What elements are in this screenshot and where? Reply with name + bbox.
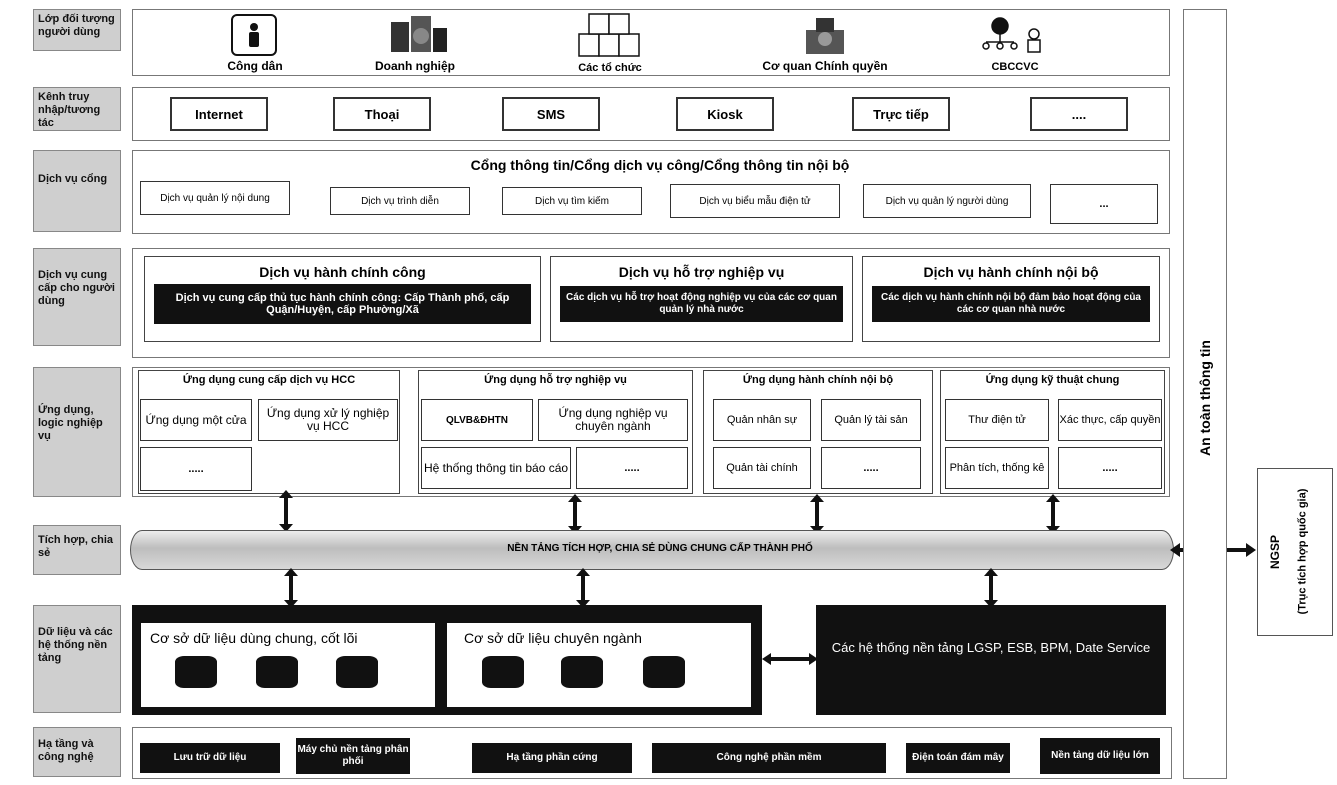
organizations-icon bbox=[571, 8, 647, 60]
app-hcc-processing: Ứng dụng xử lý nghiệp vụ HCC bbox=[258, 399, 398, 441]
channel-phone: Thoại bbox=[333, 97, 431, 131]
security-label: An toàn thông tin bbox=[1197, 340, 1213, 456]
portal-title: Cổng thông tin/Cổng dịch vụ công/Cổng th… bbox=[470, 157, 850, 173]
officials-icon bbox=[978, 14, 1048, 56]
app-finance: Quản tài chính bbox=[713, 447, 811, 489]
database-icon bbox=[561, 656, 603, 688]
integration-bus-label: NỀN TẢNG TÍCH HỢP, CHIA SẺ DÙNG CHUNG CẤ… bbox=[507, 543, 813, 554]
layer-label-services: Dịch vụ cung cấp cho người dùng bbox=[33, 248, 121, 346]
layer-label-channels: Kênh truy nhập/tương tác bbox=[33, 87, 121, 131]
app-group-technical-title: Ứng dụng kỹ thuật chung bbox=[985, 374, 1120, 386]
security-column bbox=[1183, 9, 1227, 779]
app-technical-more: ..... bbox=[1058, 447, 1162, 489]
app-specialized: Ứng dụng nghiệp vụ chuyên ngành bbox=[538, 399, 688, 441]
layer-label-integration: Tích hợp, chia sẻ bbox=[33, 525, 121, 575]
app-reporting: Hệ thống thông tin báo cáo bbox=[421, 447, 571, 489]
app-one-stop: Ứng dụng một cửa bbox=[140, 399, 252, 441]
channel-direct: Trực tiếp bbox=[852, 97, 950, 131]
business-icon bbox=[381, 14, 451, 56]
infra-storage: Lưu trữ dữ liệu bbox=[140, 743, 280, 773]
shared-db-title: Cơ sở dữ liệu dùng chung, cốt lõi bbox=[150, 630, 358, 646]
user-label-organizations: Các tổ chức bbox=[578, 62, 642, 74]
platforms-box bbox=[816, 605, 1166, 715]
service-support-desc: Các dịch vụ hỗ trợ hoạt động nghiệp vụ c… bbox=[560, 286, 843, 322]
infra-hardware: Hạ tầng phần cứng bbox=[472, 743, 632, 773]
app-hr: Quản nhân sự bbox=[713, 399, 811, 441]
app-group-internal-title: Ứng dụng hành chính nội bộ bbox=[742, 374, 894, 386]
app-email: Thư điện tử bbox=[945, 399, 1049, 441]
layer-label-data: Dữ liệu và các hệ thống nền tảng bbox=[33, 605, 121, 713]
channels-row bbox=[132, 87, 1170, 141]
app-auth: Xác thực, cấp quyền bbox=[1058, 399, 1162, 441]
app-group-hcc-title: Ứng dụng cung cấp dịch vụ HCC bbox=[182, 374, 356, 386]
channel-sms: SMS bbox=[502, 97, 600, 131]
portal-user-mgmt: Dịch vụ quản lý người dùng bbox=[863, 184, 1031, 218]
arrow-apps-bus-1 bbox=[279, 490, 293, 532]
app-support-more: ..... bbox=[576, 447, 688, 489]
database-icon bbox=[175, 656, 217, 688]
layer-label-apps: Ứng dụng, logic nghiệp vụ bbox=[33, 367, 121, 497]
infra-servers: Máy chủ nền tảng phân phối bbox=[296, 738, 410, 774]
app-hcc-more: ..... bbox=[140, 447, 252, 491]
app-internal-more: ..... bbox=[821, 447, 921, 489]
database-icon bbox=[256, 656, 298, 688]
ngsp-box bbox=[1257, 468, 1333, 636]
layer-label-portal: Dịch vụ cổng bbox=[33, 150, 121, 232]
channel-internet: Internet bbox=[170, 97, 268, 131]
arrow-bus-data-3 bbox=[984, 568, 998, 608]
user-label-business: Doanh nghiệp bbox=[375, 59, 455, 73]
database-icon bbox=[336, 656, 378, 688]
ngsp-sublabel: (Trục tích hợp quốc gia) bbox=[1296, 488, 1309, 615]
database-icon bbox=[482, 656, 524, 688]
portal-content-mgmt: Dịch vụ quản lý nội dung bbox=[140, 181, 290, 215]
portal-more: ... bbox=[1050, 184, 1158, 224]
infra-software: Công nghệ phần mềm bbox=[652, 743, 886, 773]
specialized-db-title: Cơ sở dữ liệu chuyên ngành bbox=[464, 630, 642, 646]
user-icon bbox=[231, 14, 277, 56]
arrow-apps-bus-4 bbox=[1046, 494, 1060, 534]
arrow-data-platforms bbox=[762, 652, 818, 666]
app-group-support-title: Ứng dụng hỗ trợ nghiệp vụ bbox=[484, 374, 627, 386]
arrow-bus-data-2 bbox=[576, 568, 590, 608]
infra-bigdata: Nền tảng dữ liệu lớn bbox=[1040, 738, 1160, 774]
layer-label-infra: Hạ tầng và công nghệ bbox=[33, 727, 121, 777]
app-document-mgmt: QLVB&ĐHTN bbox=[421, 399, 533, 441]
infra-cloud: Điện toán đám mây bbox=[906, 743, 1010, 773]
service-public-admin-desc: Dịch vụ cung cấp thủ tục hành chính công… bbox=[154, 284, 531, 324]
app-analytics: Phân tích, thống kê bbox=[945, 447, 1049, 489]
app-assets: Quản lý tài sản bbox=[821, 399, 921, 441]
service-public-admin-title: Dịch vụ hành chính công bbox=[259, 264, 426, 280]
government-icon bbox=[800, 14, 850, 56]
channel-more: .... bbox=[1030, 97, 1128, 131]
arrow-apps-bus-2 bbox=[568, 494, 582, 534]
channel-kiosk: Kiosk bbox=[676, 97, 774, 131]
service-internal-title: Dịch vụ hành chính nội bộ bbox=[923, 264, 1099, 280]
user-label-citizen: Công dân bbox=[227, 59, 283, 73]
arrow-bus-data-1 bbox=[284, 568, 298, 608]
service-support-title: Dịch vụ hỗ trợ nghiệp vụ bbox=[618, 264, 785, 280]
portal-search: Dịch vụ tìm kiếm bbox=[502, 187, 642, 215]
service-internal-desc: Các dịch vụ hành chính nội bộ đảm bảo ho… bbox=[872, 286, 1150, 322]
arrow-apps-bus-3 bbox=[810, 494, 824, 534]
layer-label-users: Lớp đối tượng người dùng bbox=[33, 9, 121, 51]
database-icon bbox=[643, 656, 685, 688]
ngsp-label: NGSP bbox=[1268, 535, 1282, 570]
portal-eforms: Dịch vụ biểu mẫu điện tử bbox=[670, 184, 840, 218]
user-label-government: Cơ quan Chính quyền bbox=[762, 59, 888, 73]
platforms-label: Các hệ thống nền tảng LGSP, ESB, BPM, Da… bbox=[831, 640, 1151, 655]
user-label-officials: CBCCVC bbox=[991, 61, 1039, 73]
portal-presentation: Dịch vụ trình diễn bbox=[330, 187, 470, 215]
integration-bus bbox=[130, 530, 1174, 570]
